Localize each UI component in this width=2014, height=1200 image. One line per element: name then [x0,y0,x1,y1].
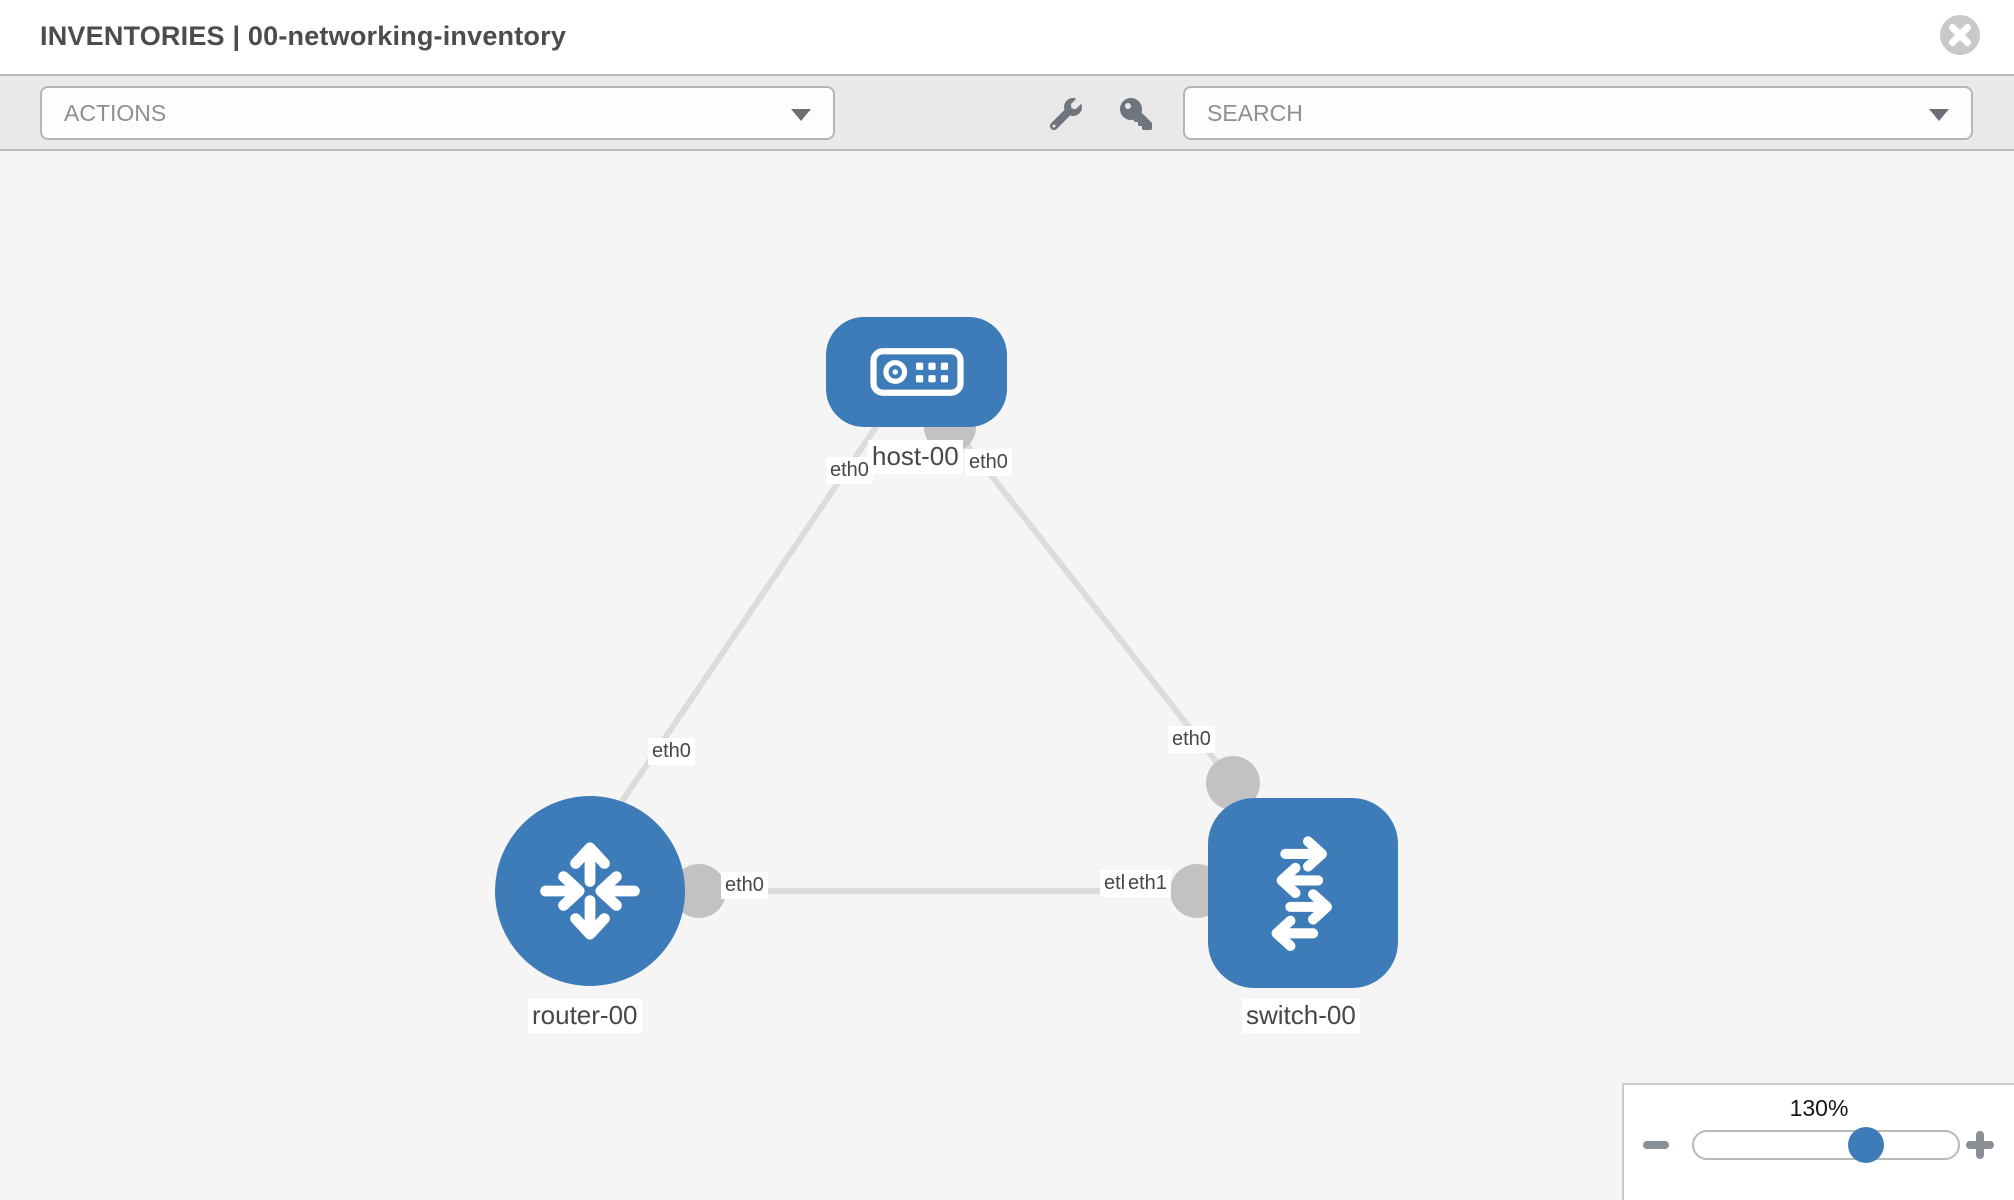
configure-button[interactable] [1042,90,1090,138]
chevron-down-icon [791,109,811,121]
interface-label: eth0 [721,872,768,899]
host-icon [869,348,964,396]
interface-label: eth0 [1100,870,1127,897]
switch-icon [1271,836,1332,951]
node-label-host-00: host-00 [868,440,963,474]
minus-icon [1643,1141,1669,1149]
search-dropdown[interactable]: SEARCH [1183,86,1973,140]
interface-label: eth0 [648,738,695,765]
zoom-level: 130% [1789,1095,1849,1121]
interface-label: eth0 [965,449,1012,476]
node-label-router-00: router-00 [528,999,642,1033]
zoom-in-button[interactable] [1960,1125,2000,1165]
link-host-switch[interactable] [947,421,1236,785]
topology-links-layer [590,401,1300,918]
interface-label: eth1 [1124,870,1171,897]
page-title: INVENTORIES | 00-networking-inventory [40,21,567,51]
interface-dot[interactable] [1206,756,1260,810]
zoom-panel: 130% [1622,1083,2014,1200]
search-dropdown-label: SEARCH [1207,99,1303,126]
actions-dropdown[interactable]: ACTIONS [40,86,835,140]
node-label-switch-00: switch-00 [1242,999,1360,1033]
plus-icon [1966,1131,1994,1159]
node-host-00[interactable] [826,317,1007,427]
close-icon [1940,15,1980,55]
router-icon [540,842,640,940]
zoom-out-button[interactable] [1636,1125,1676,1165]
node-switch-00[interactable] [1208,798,1398,988]
toolbar: ACTIONS SEARCH [0,74,2014,151]
credentials-button[interactable] [1112,90,1160,138]
interface-label: eth0 [1168,726,1215,753]
close-button[interactable] [1938,13,1982,57]
actions-dropdown-label: ACTIONS [64,99,167,126]
wrench-icon [1050,98,1082,130]
page-header: INVENTORIES | 00-networking-inventory [0,0,2014,74]
key-icon [1120,98,1152,130]
zoom-slider-thumb[interactable] [1848,1127,1884,1163]
node-router-00[interactable] [495,796,685,986]
topology-canvas[interactable]: eth0 eth0 eth0 eth0 eth0 eth0 eth1 host-… [0,151,2014,1200]
zoom-slider[interactable] [1692,1127,1960,1163]
chevron-down-icon [1929,109,1949,121]
interface-dot[interactable] [672,864,726,918]
interface-label: eth0 [826,457,873,484]
